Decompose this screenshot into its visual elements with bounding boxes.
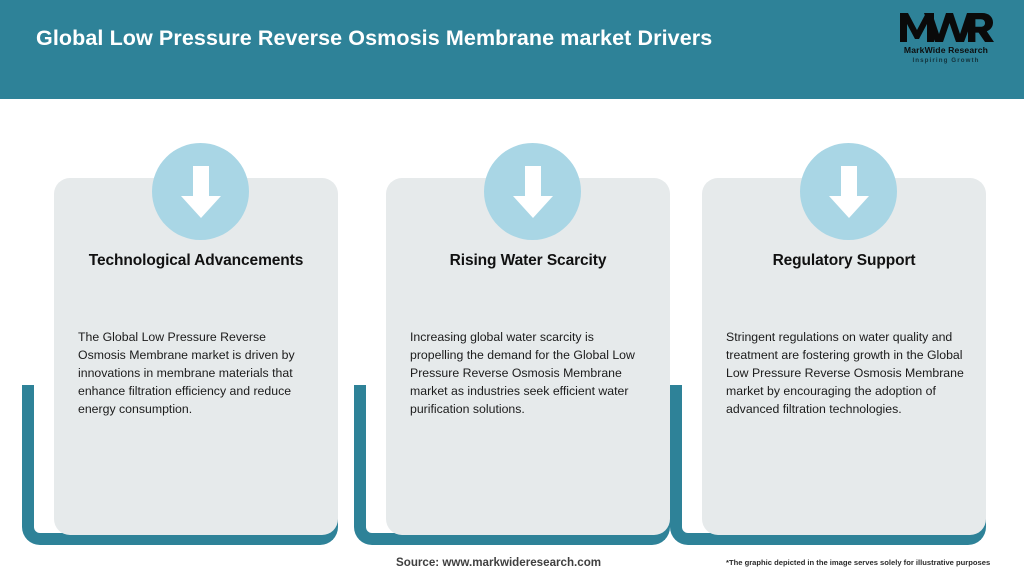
card-title: Rising Water Scarcity [449,252,607,269]
logo-tagline: Inspiring Growth [912,57,980,64]
card-body-text: Increasing global water scarcity is prop… [410,330,635,416]
card-title: Technological Advancements [88,252,304,269]
down-arrow-icon [484,143,581,240]
down-arrow-icon [152,143,249,240]
down-arrow-icon [800,143,897,240]
card-title: Regulatory Support [772,252,916,269]
driver-card-3: Regulatory Support Stringent regulations… [670,99,986,576]
driver-card-2: Rising Water Scarcity Increasing global … [354,99,670,576]
card-body-text: Stringent regulations on water quality a… [726,330,964,416]
card-panel: Technological Advancements The Global Lo… [54,178,338,535]
driver-card-1: Technological Advancements The Global Lo… [22,99,338,576]
card-body-text: The Global Low Pressure Reverse Osmosis … [78,330,295,416]
logo-company-name: MarkWide Research [903,45,989,55]
page-title: Global Low Pressure Reverse Osmosis Memb… [36,26,713,50]
source-label: Source: www.markwideresearch.com [396,556,602,569]
mwr-logo-icon [900,13,994,42]
disclaimer-label: *The graphic depicted in the image serve… [726,558,991,567]
header-bar: Global Low Pressure Reverse Osmosis Memb… [0,0,1024,99]
brand-logo: MarkWide Research Inspiring Growth [890,10,1002,72]
drivers-card-group: Technological Advancements The Global Lo… [0,99,1024,576]
